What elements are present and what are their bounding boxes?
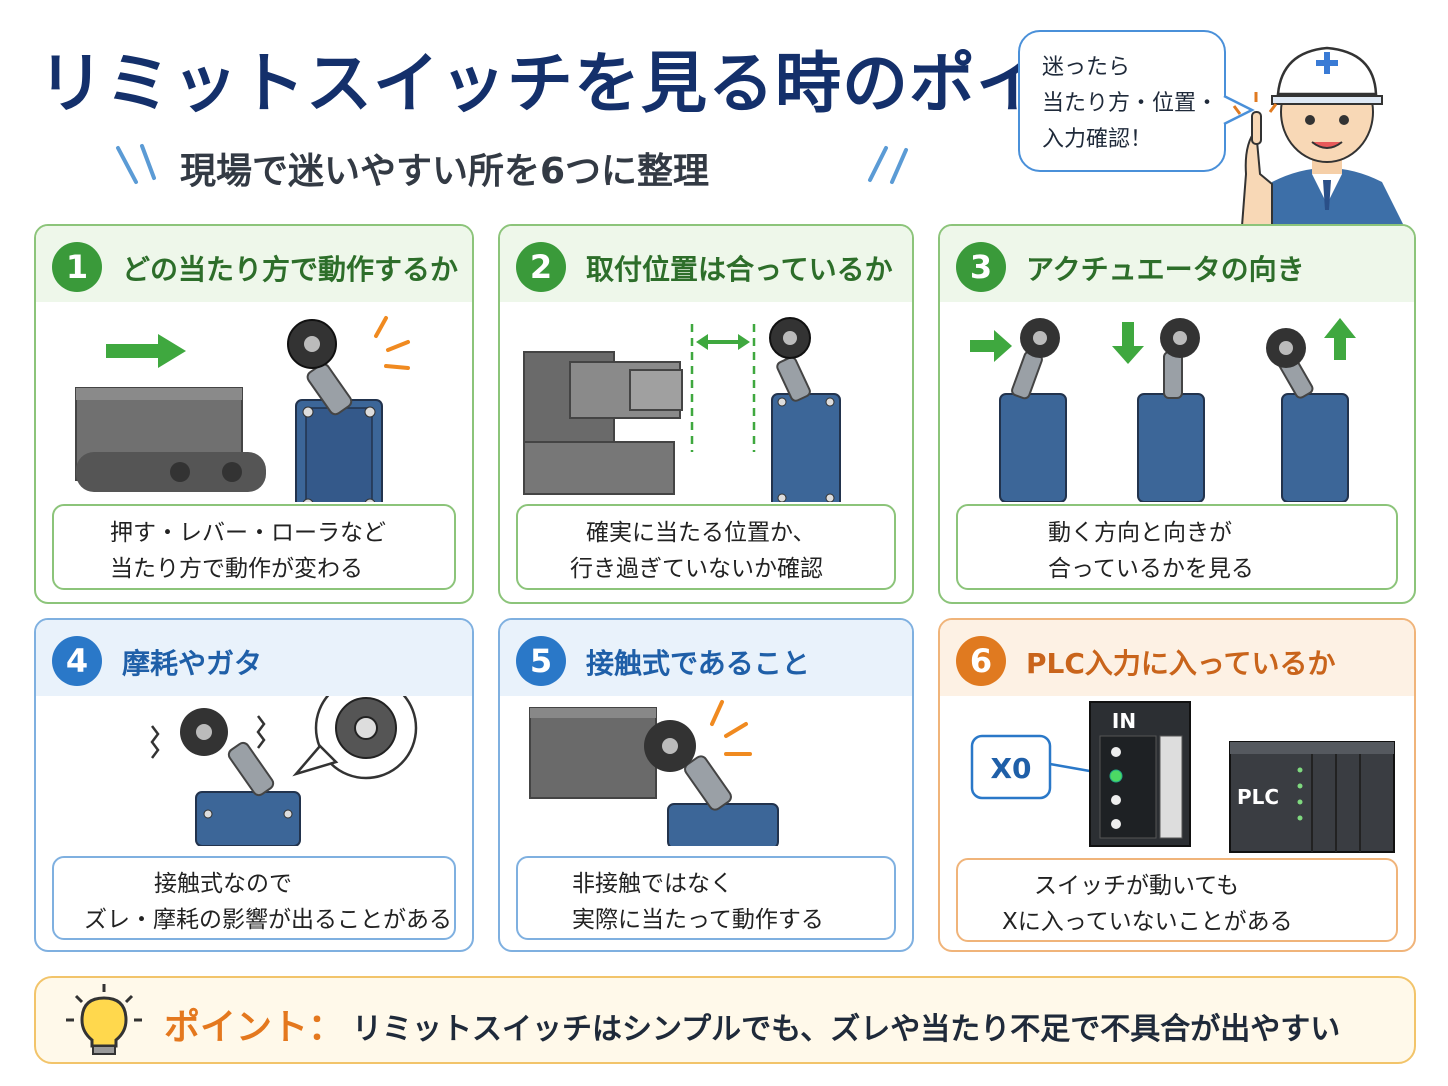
card-description: 非接触ではなく 実際に当たって動作する [516, 856, 896, 940]
card-header: 5 接触式であること [500, 620, 912, 696]
card-heading: 取付位置は合っているか [586, 253, 893, 286]
bubble-line: 当たり方・位置・ [1042, 91, 1219, 116]
desc-line: 非接触ではなく [572, 871, 733, 897]
engineer-character [1232, 46, 1404, 226]
illustration-contact-method [75, 316, 410, 502]
illustration-contact-type [529, 700, 779, 846]
card-contact-method: 1 どの当たり方で動作するか 押す・レバー・ローラなど 当たり方で動作が変わる [34, 224, 474, 604]
page-subtitle: 現場で迷いやすい所を6つに整理 [180, 151, 710, 192]
desc-line: 当たり方で動作が変わる [110, 556, 363, 582]
card-heading: アクチュエータの向き [1026, 253, 1305, 286]
card-actuator-direction: 3 アクチュエータの向き 動く方向と向きが 合っているかを見る [938, 224, 1416, 604]
card-description: 接触式なので ズレ・摩耗の影響が出ることがある [52, 856, 456, 940]
speech-bubble: 迷ったら 当たり方・位置・ 入力確認！ [1018, 30, 1226, 172]
card-description: 確実に当たる位置か、 行き過ぎていないか確認 [516, 504, 896, 590]
card-mounting-position: 2 取付位置は合っているか 確実に当たる位置か、 行き過ぎていないか確認 [498, 224, 914, 604]
card-header: 2 取付位置は合っているか [500, 226, 912, 302]
arrow-right-icon [970, 330, 1012, 362]
card-description: 押す・レバー・ローラなど 当たり方で動作が変わる [52, 504, 456, 590]
card-description: 動く方向と向きが 合っているかを見る [956, 504, 1398, 590]
arrow-right-icon [106, 334, 186, 368]
card-number: 1 [52, 242, 102, 292]
card-number: 5 [516, 636, 566, 686]
card-heading: どの当たり方で動作するか [122, 253, 459, 286]
card-description: スイッチが動いても Xに入っていないことがある [956, 858, 1398, 942]
bubble-line: 迷ったら [1042, 55, 1131, 80]
card-number: 4 [52, 636, 102, 686]
desc-line: 合っているかを見る [1048, 556, 1254, 582]
desc-line: スイッチが動いても [1034, 873, 1240, 899]
card-header: 3 アクチュエータの向き [940, 226, 1414, 302]
point-banner: ポイント： リミットスイッチはシンプルでも、ズレや当たり不足で不具合が出やすい [34, 976, 1416, 1064]
card-header: 6 PLC入力に入っているか [940, 620, 1414, 696]
card-heading: 接触式であること [586, 647, 810, 680]
point-label: ポイント： [164, 1007, 345, 1048]
illustration-wear-play [150, 696, 418, 846]
bubble-line: 入力確認！ [1042, 127, 1153, 152]
card-plc-input: 6 PLC入力に入っているか X0 IN PLC スイッチが動いても Xに入って… [938, 618, 1416, 952]
card-header: 1 どの当たり方で動作するか [36, 226, 472, 302]
card-heading: PLC入力に入っているか [1026, 647, 1336, 680]
page-title: リミットスイッチを見る時のポイント [38, 45, 1177, 122]
desc-line: 実際に当たって動作する [572, 907, 824, 933]
card-heading: 摩耗やガタ [122, 647, 263, 680]
lightbulb-icon [66, 984, 142, 1055]
card-number: 3 [956, 242, 1006, 292]
illustration-mounting-position [523, 317, 841, 502]
card-wear-play: 4 摩耗やガタ 接触式なので ズレ・摩耗の影響が出ることがある [34, 618, 474, 952]
card-contact-type: 5 接触式であること 非接触ではなく 実際に当たって動作する [498, 618, 914, 952]
sparkle-left-icon [116, 144, 156, 184]
desc-line: 行き過ぎていないか確認 [570, 556, 823, 582]
illustration-plc-input: X0 IN PLC [970, 701, 1395, 853]
sparkle-right-icon [868, 146, 908, 184]
card-number: 2 [516, 242, 566, 292]
illustration-actuator-direction [970, 318, 1356, 502]
input-tag-label: X0 [990, 752, 1031, 785]
arrow-up-icon [1324, 318, 1356, 360]
desc-line: 動く方向と向きが [1048, 520, 1232, 546]
arrow-down-icon [1112, 322, 1144, 364]
desc-line: 接触式なので [154, 871, 292, 897]
desc-line: 押す・レバー・ローラなど [110, 520, 386, 546]
desc-line: 確実に当たる位置か、 [586, 520, 816, 546]
point-text: リミットスイッチはシンプルでも、ズレや当たり不足で不具合が出やすい [352, 1012, 1341, 1047]
in-module-label: IN [1112, 709, 1136, 733]
card-number: 6 [956, 636, 1006, 686]
card-header: 4 摩耗やガタ [36, 620, 472, 696]
desc-line: ズレ・摩耗の影響が出ることがある [84, 907, 452, 933]
desc-line: Xに入っていないことがある [1002, 909, 1293, 935]
plc-label: PLC [1237, 785, 1279, 809]
